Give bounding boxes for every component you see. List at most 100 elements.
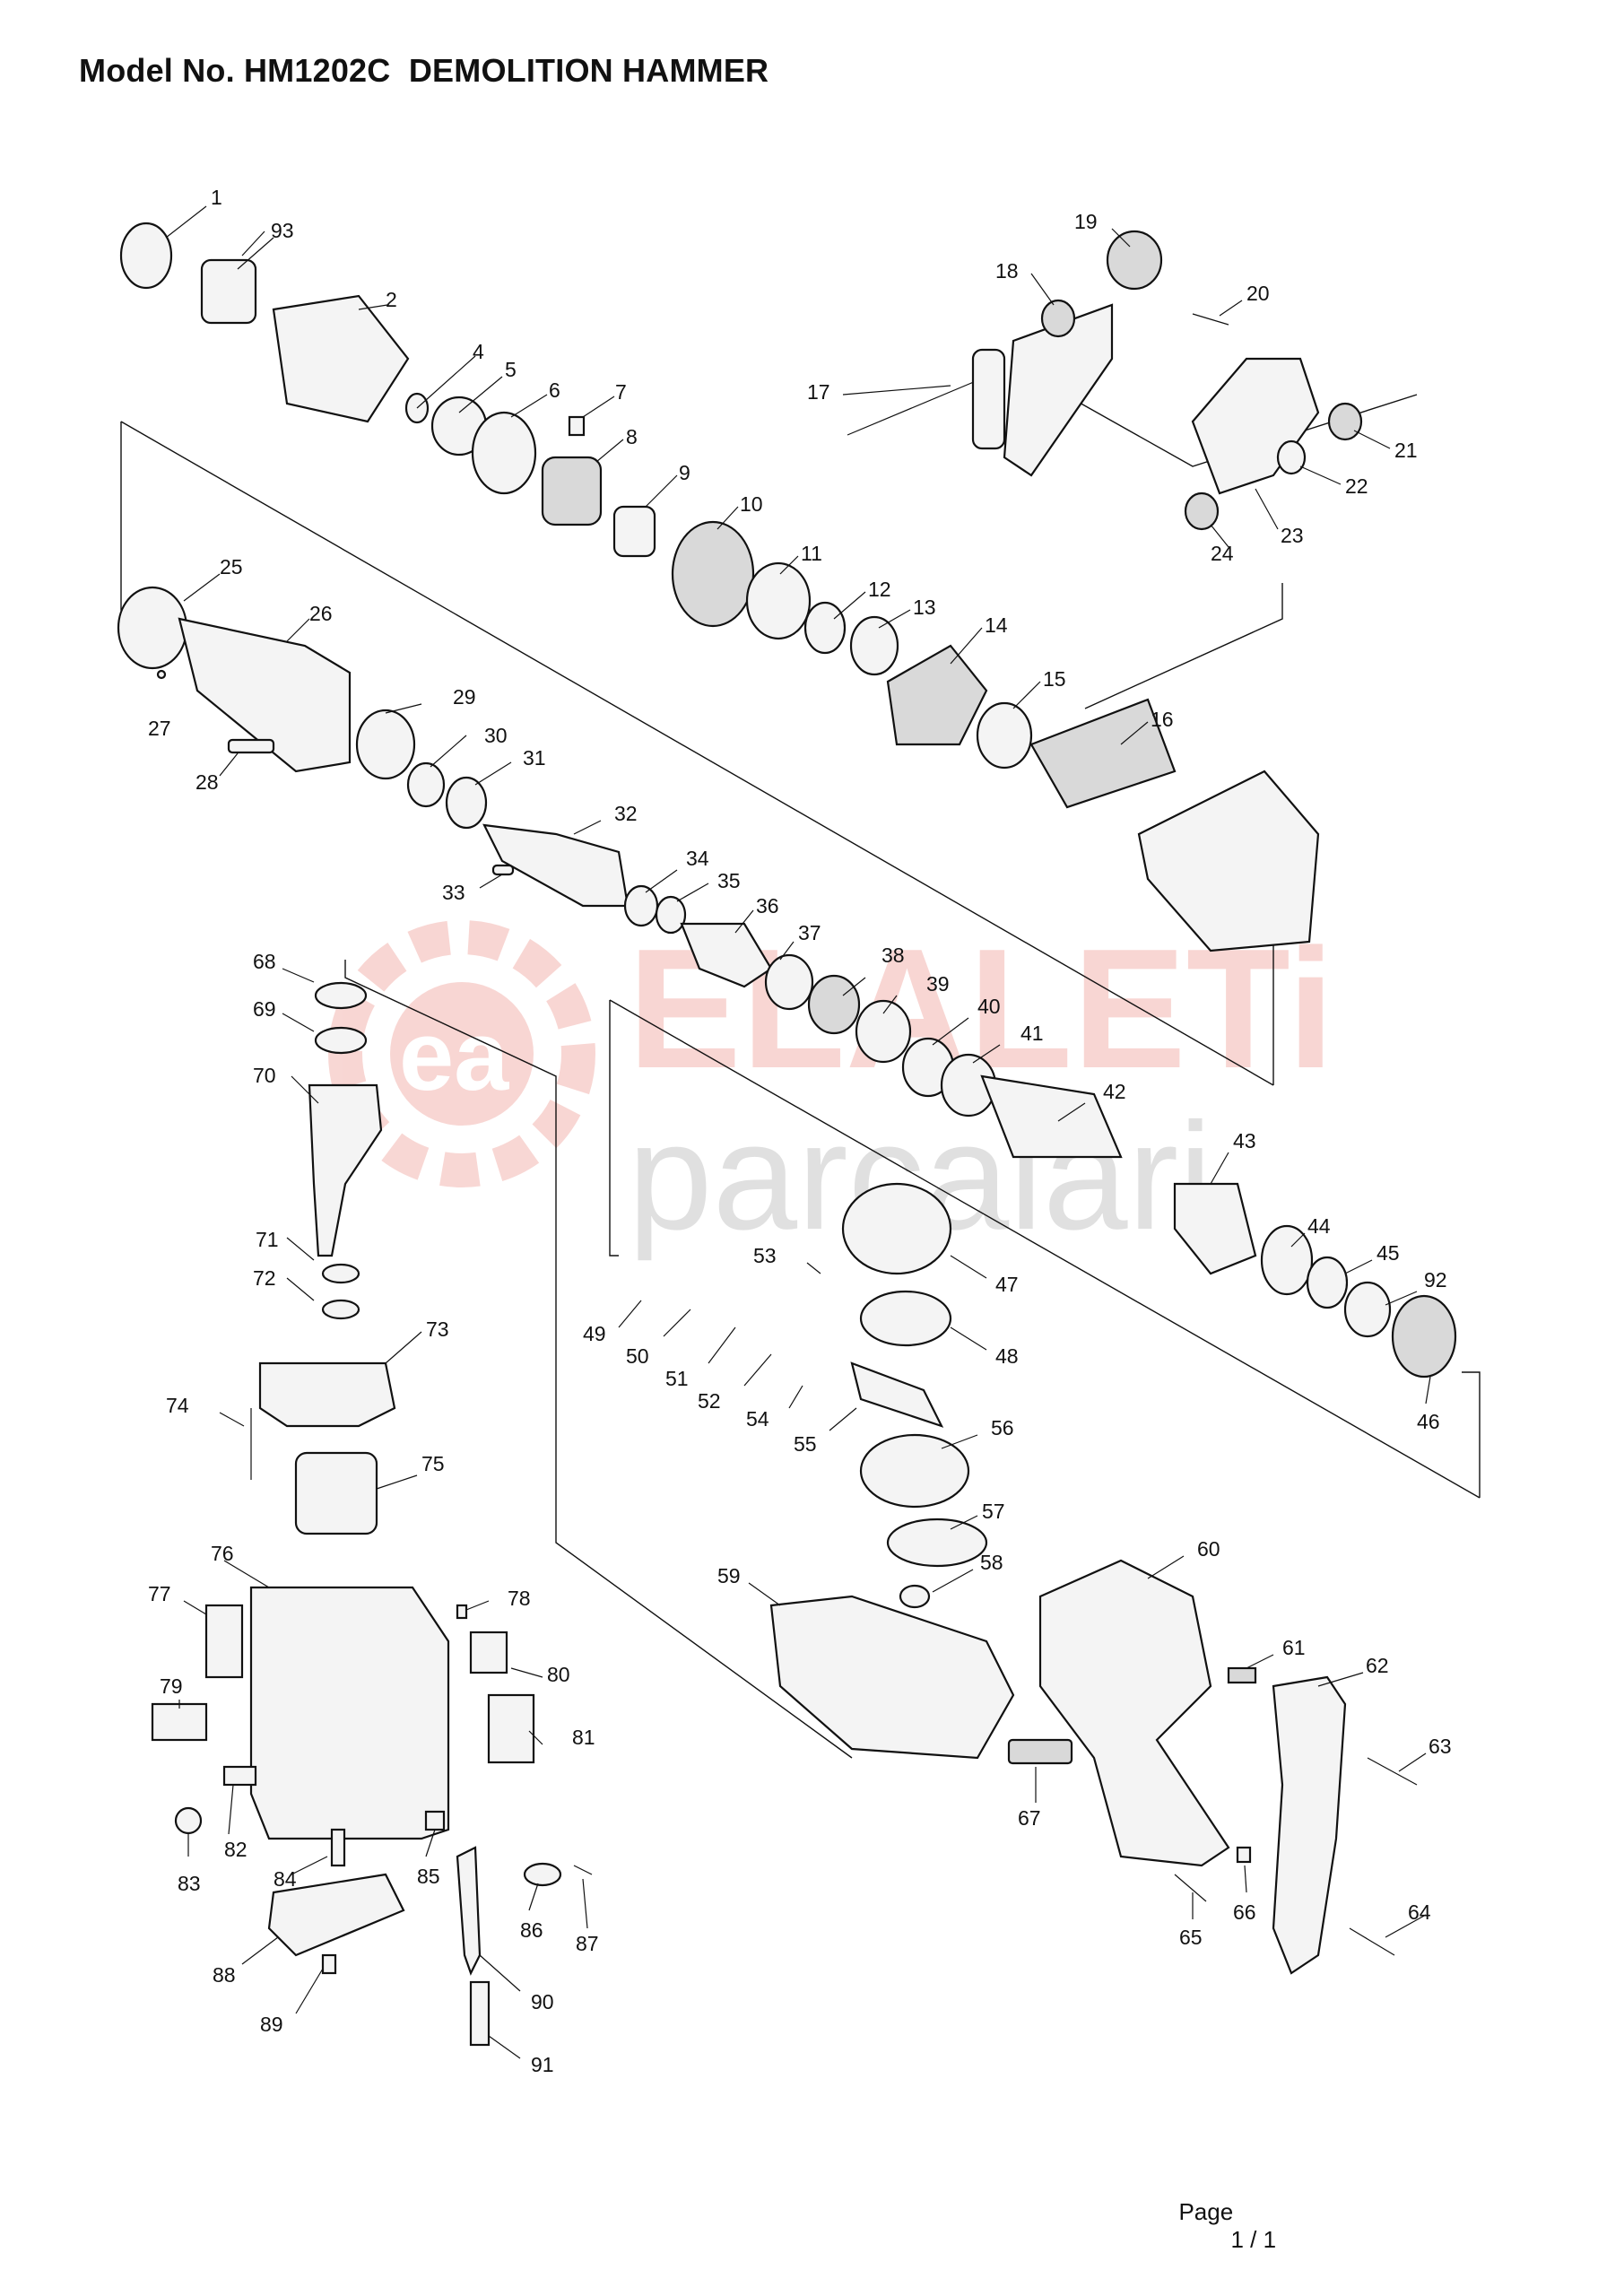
callout-22: 22 bbox=[1345, 474, 1368, 498]
watermark-monogram: ea bbox=[399, 1001, 509, 1111]
callout-82: 82 bbox=[224, 1838, 248, 1861]
callout-71: 71 bbox=[256, 1228, 279, 1251]
page-title: Model No. HM1202C DEMOLITION HAMMER bbox=[79, 52, 769, 89]
callout-51: 51 bbox=[665, 1367, 689, 1390]
callout-23: 23 bbox=[1281, 524, 1304, 547]
callout-75: 75 bbox=[421, 1452, 445, 1475]
callout-13: 13 bbox=[913, 596, 936, 619]
callout-54: 54 bbox=[746, 1407, 769, 1431]
callout-87: 87 bbox=[576, 1932, 599, 1955]
callout-91: 91 bbox=[531, 2053, 554, 2076]
callout-16: 16 bbox=[1151, 708, 1174, 731]
callout-88: 88 bbox=[213, 1963, 236, 1987]
callout-43: 43 bbox=[1233, 1129, 1256, 1152]
callout-2: 2 bbox=[386, 288, 397, 311]
callout-92: 92 bbox=[1424, 1268, 1447, 1292]
callout-6: 6 bbox=[549, 378, 560, 402]
callout-21: 21 bbox=[1394, 439, 1418, 462]
callout-40: 40 bbox=[977, 995, 1001, 1018]
callout-8: 8 bbox=[626, 425, 638, 448]
callout-35: 35 bbox=[717, 869, 741, 892]
callout-45: 45 bbox=[1376, 1241, 1400, 1265]
callout-34: 34 bbox=[686, 847, 709, 870]
callout-33: 33 bbox=[442, 881, 465, 904]
callout-77: 77 bbox=[148, 1582, 171, 1605]
callout-29: 29 bbox=[453, 685, 476, 709]
part-shapes bbox=[117, 222, 1457, 2047]
group-bracket-lines bbox=[120, 385, 1481, 1759]
callout-39: 39 bbox=[926, 972, 950, 996]
callout-59: 59 bbox=[717, 1564, 741, 1587]
callout-89: 89 bbox=[260, 2013, 283, 2036]
callout-53: 53 bbox=[753, 1244, 777, 1267]
callout-84: 84 bbox=[274, 1867, 297, 1891]
callout-7: 7 bbox=[615, 380, 627, 404]
callout-63: 63 bbox=[1429, 1735, 1452, 1758]
callout-14: 14 bbox=[985, 613, 1008, 637]
callout-73: 73 bbox=[426, 1318, 449, 1341]
callout-48: 48 bbox=[995, 1344, 1019, 1368]
callout-4: 4 bbox=[473, 340, 484, 363]
callout-90: 90 bbox=[531, 1990, 554, 2013]
callout-25: 25 bbox=[220, 555, 243, 578]
callout-32: 32 bbox=[614, 802, 638, 825]
callout-24: 24 bbox=[1211, 542, 1234, 565]
callout-58: 58 bbox=[980, 1551, 1003, 1574]
callout-76: 76 bbox=[211, 1542, 234, 1565]
callout-85: 85 bbox=[417, 1865, 440, 1888]
callout-11: 11 bbox=[801, 542, 822, 565]
callout-17: 17 bbox=[807, 380, 830, 404]
callout-9: 9 bbox=[679, 461, 690, 484]
callout-12: 12 bbox=[868, 578, 891, 601]
callout-labels: 1 2 4 5 6 7 8 9 10 11 12 13 14 15 16 17 … bbox=[148, 186, 1452, 2076]
callout-50: 50 bbox=[626, 1344, 649, 1368]
callout-49: 49 bbox=[583, 1322, 606, 1345]
callout-15: 15 bbox=[1043, 667, 1066, 691]
callout-78: 78 bbox=[508, 1587, 531, 1610]
callout-52: 52 bbox=[698, 1389, 721, 1413]
callout-1: 1 bbox=[211, 186, 222, 209]
callout-64: 64 bbox=[1408, 1900, 1431, 1924]
callout-60: 60 bbox=[1197, 1537, 1220, 1561]
callout-19: 19 bbox=[1074, 210, 1098, 233]
page-label: Page bbox=[1178, 2198, 1234, 2225]
callout-86: 86 bbox=[520, 1918, 543, 1942]
callout-68: 68 bbox=[253, 950, 276, 973]
callout-74: 74 bbox=[166, 1394, 189, 1417]
callout-44: 44 bbox=[1307, 1214, 1331, 1238]
callout-56: 56 bbox=[991, 1416, 1014, 1439]
callout-81: 81 bbox=[572, 1726, 595, 1749]
page-footer: Page 1 / 1 bbox=[1166, 2170, 1276, 2254]
callout-10: 10 bbox=[740, 492, 763, 516]
callout-83: 83 bbox=[178, 1872, 201, 1895]
callout-30: 30 bbox=[484, 724, 508, 747]
callout-leaders bbox=[165, 205, 1431, 2059]
callout-57: 57 bbox=[982, 1500, 1005, 1523]
callout-72: 72 bbox=[253, 1266, 276, 1290]
callout-26: 26 bbox=[309, 602, 333, 625]
callout-93: 93 bbox=[271, 219, 294, 242]
callout-70: 70 bbox=[253, 1064, 276, 1087]
callout-27: 27 bbox=[148, 717, 171, 740]
callout-65: 65 bbox=[1179, 1926, 1203, 1949]
callout-5: 5 bbox=[505, 358, 517, 381]
callout-67: 67 bbox=[1018, 1806, 1041, 1830]
callout-38: 38 bbox=[881, 944, 905, 967]
callout-18: 18 bbox=[995, 259, 1019, 283]
callout-42: 42 bbox=[1103, 1080, 1126, 1103]
callout-79: 79 bbox=[160, 1674, 183, 1698]
callout-62: 62 bbox=[1366, 1654, 1389, 1677]
callout-20: 20 bbox=[1246, 282, 1270, 305]
callout-31: 31 bbox=[523, 746, 546, 770]
callout-47: 47 bbox=[995, 1273, 1019, 1296]
callout-36: 36 bbox=[756, 894, 779, 918]
callout-80: 80 bbox=[547, 1663, 570, 1686]
callout-46: 46 bbox=[1417, 1410, 1440, 1433]
callout-37: 37 bbox=[798, 921, 821, 944]
page-number: 1 / 1 bbox=[1230, 2226, 1277, 2253]
callout-69: 69 bbox=[253, 997, 276, 1021]
callout-28: 28 bbox=[195, 770, 219, 794]
callout-41: 41 bbox=[1020, 1022, 1044, 1045]
callout-55: 55 bbox=[794, 1432, 817, 1456]
